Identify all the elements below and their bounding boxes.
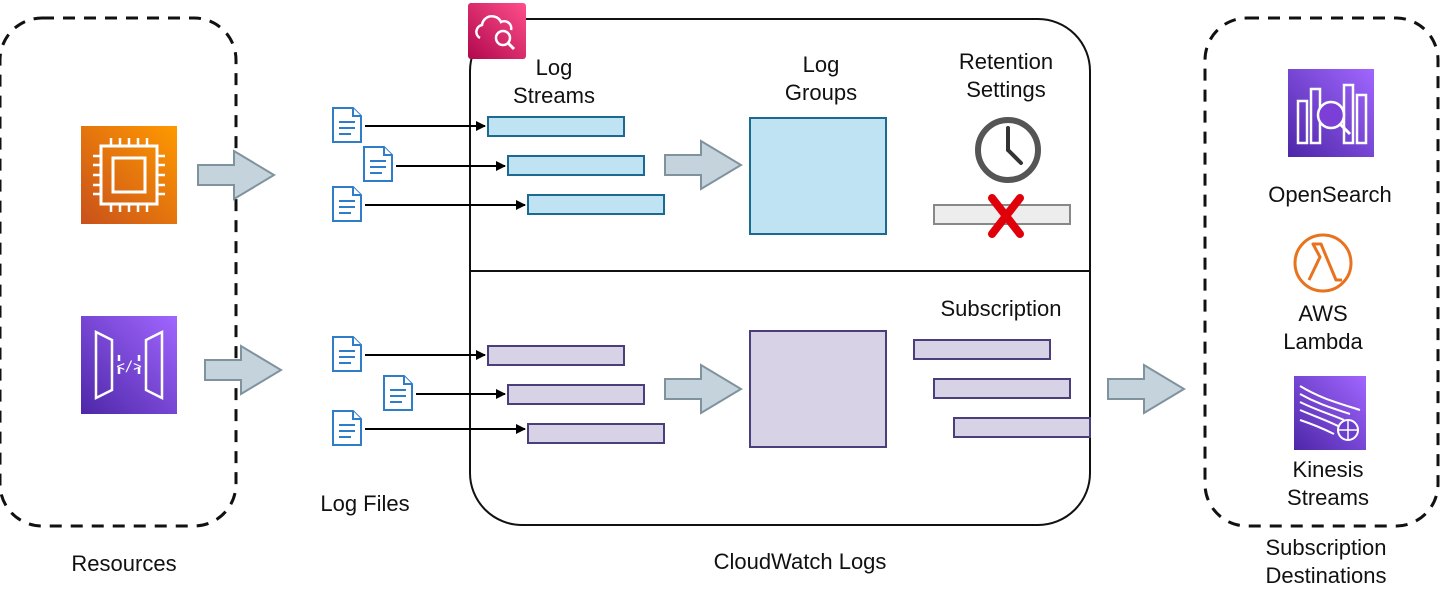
log-file-icon — [332, 107, 362, 143]
log-file-icon — [383, 375, 413, 411]
log-stream-bar — [487, 116, 625, 137]
log-streams-label: Log Streams — [513, 55, 595, 108]
destinations-container — [1203, 16, 1440, 528]
to-destinations-arrow — [1107, 364, 1185, 414]
cloudwatch-logs-label: CloudWatch Logs — [713, 549, 887, 574]
log-stream-bar — [527, 194, 665, 215]
subscription-bar — [913, 339, 1051, 360]
kinesis-streams-label: Kinesis Streams — [1287, 457, 1369, 510]
log-stream-bar — [507, 384, 645, 405]
api-gateway-icon: </> — [81, 316, 177, 414]
log-file-icon — [332, 410, 362, 446]
red-x-icon — [988, 194, 1024, 238]
subscription-destinations-label: Subscription Destinations — [1265, 535, 1387, 588]
log-file-icon — [332, 336, 362, 372]
log-files-label: Log Files — [320, 491, 410, 516]
svg-text:</>: </> — [116, 359, 141, 375]
kinesis-icon — [1294, 376, 1366, 450]
resources-container — [0, 16, 238, 528]
log-stream-bar — [507, 155, 645, 176]
retention-settings-label: Retention Settings — [958, 49, 1054, 102]
cloudwatch-logs-icon — [468, 3, 526, 59]
subscription-bar — [933, 378, 1071, 399]
opensearch-label: OpenSearch — [1268, 182, 1392, 207]
resource-to-logfile-arrow-bottom — [204, 345, 282, 395]
subscription-label: Subscription — [940, 296, 1062, 321]
log-file-icon — [363, 146, 393, 182]
log-groups-label: Log Groups — [784, 52, 858, 105]
opensearch-icon — [1288, 69, 1374, 157]
log-group-box — [749, 117, 887, 235]
clock-icon — [975, 117, 1041, 183]
log-group-box — [749, 330, 887, 448]
log-stream-bar — [527, 423, 665, 444]
log-stream-bar — [487, 345, 625, 366]
ec2-chip-icon — [81, 126, 177, 224]
log-file-icon — [332, 186, 362, 222]
resources-label: Resources — [71, 551, 177, 576]
aws-lambda-label: AWS Lambda — [1283, 301, 1363, 354]
subscription-bar — [953, 417, 1091, 438]
lambda-icon — [1293, 233, 1353, 293]
resource-to-logfile-arrow-top — [197, 150, 275, 200]
